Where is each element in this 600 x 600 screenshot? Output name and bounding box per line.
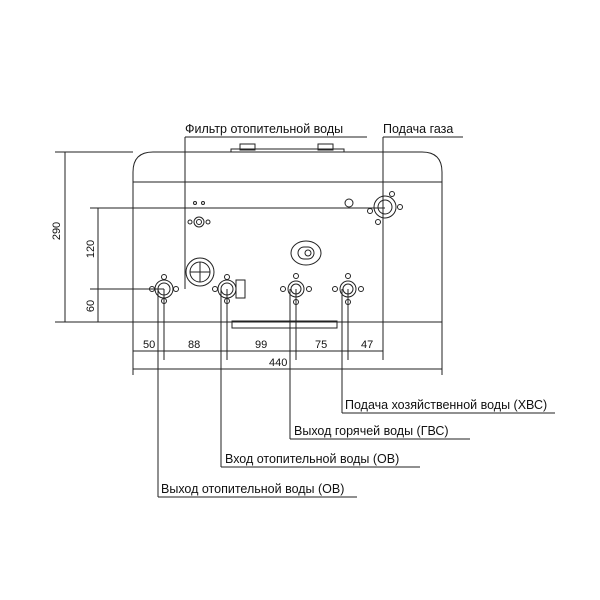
dim-height-gas: 120: [85, 239, 98, 259]
dim-47: 47: [361, 339, 374, 351]
dim-height-pipes: 60: [85, 299, 98, 313]
screw: [344, 198, 354, 208]
heating-in-label: Вход отопительной воды (ОВ): [225, 452, 400, 466]
small-component: [187, 201, 211, 228]
filter-fitting: [185, 257, 215, 287]
dim-99: 99: [255, 339, 268, 351]
gas-label: Подача газа: [383, 122, 454, 136]
dim-height-total: 290: [51, 221, 64, 241]
oval-component: [290, 240, 322, 266]
boiler-body: [132, 151, 443, 323]
dim-88: 88: [188, 339, 201, 351]
cold-water-label: Подача хозяйственной воды (ХВС): [345, 398, 548, 412]
hot-water-label: Выход горячей воды (ГВС): [294, 424, 449, 438]
dim-75: 75: [315, 339, 328, 351]
dim-50: 50: [143, 339, 156, 351]
mounting-bracket: [231, 320, 338, 329]
heating-in-fitting: [212, 274, 246, 304]
dim-440: 440: [269, 357, 288, 369]
heating-out-label: Выход отопительной воды (ОВ): [161, 482, 345, 496]
gas-fitting: [367, 191, 403, 225]
filter-label: Фильтр отопительной воды: [185, 122, 344, 136]
